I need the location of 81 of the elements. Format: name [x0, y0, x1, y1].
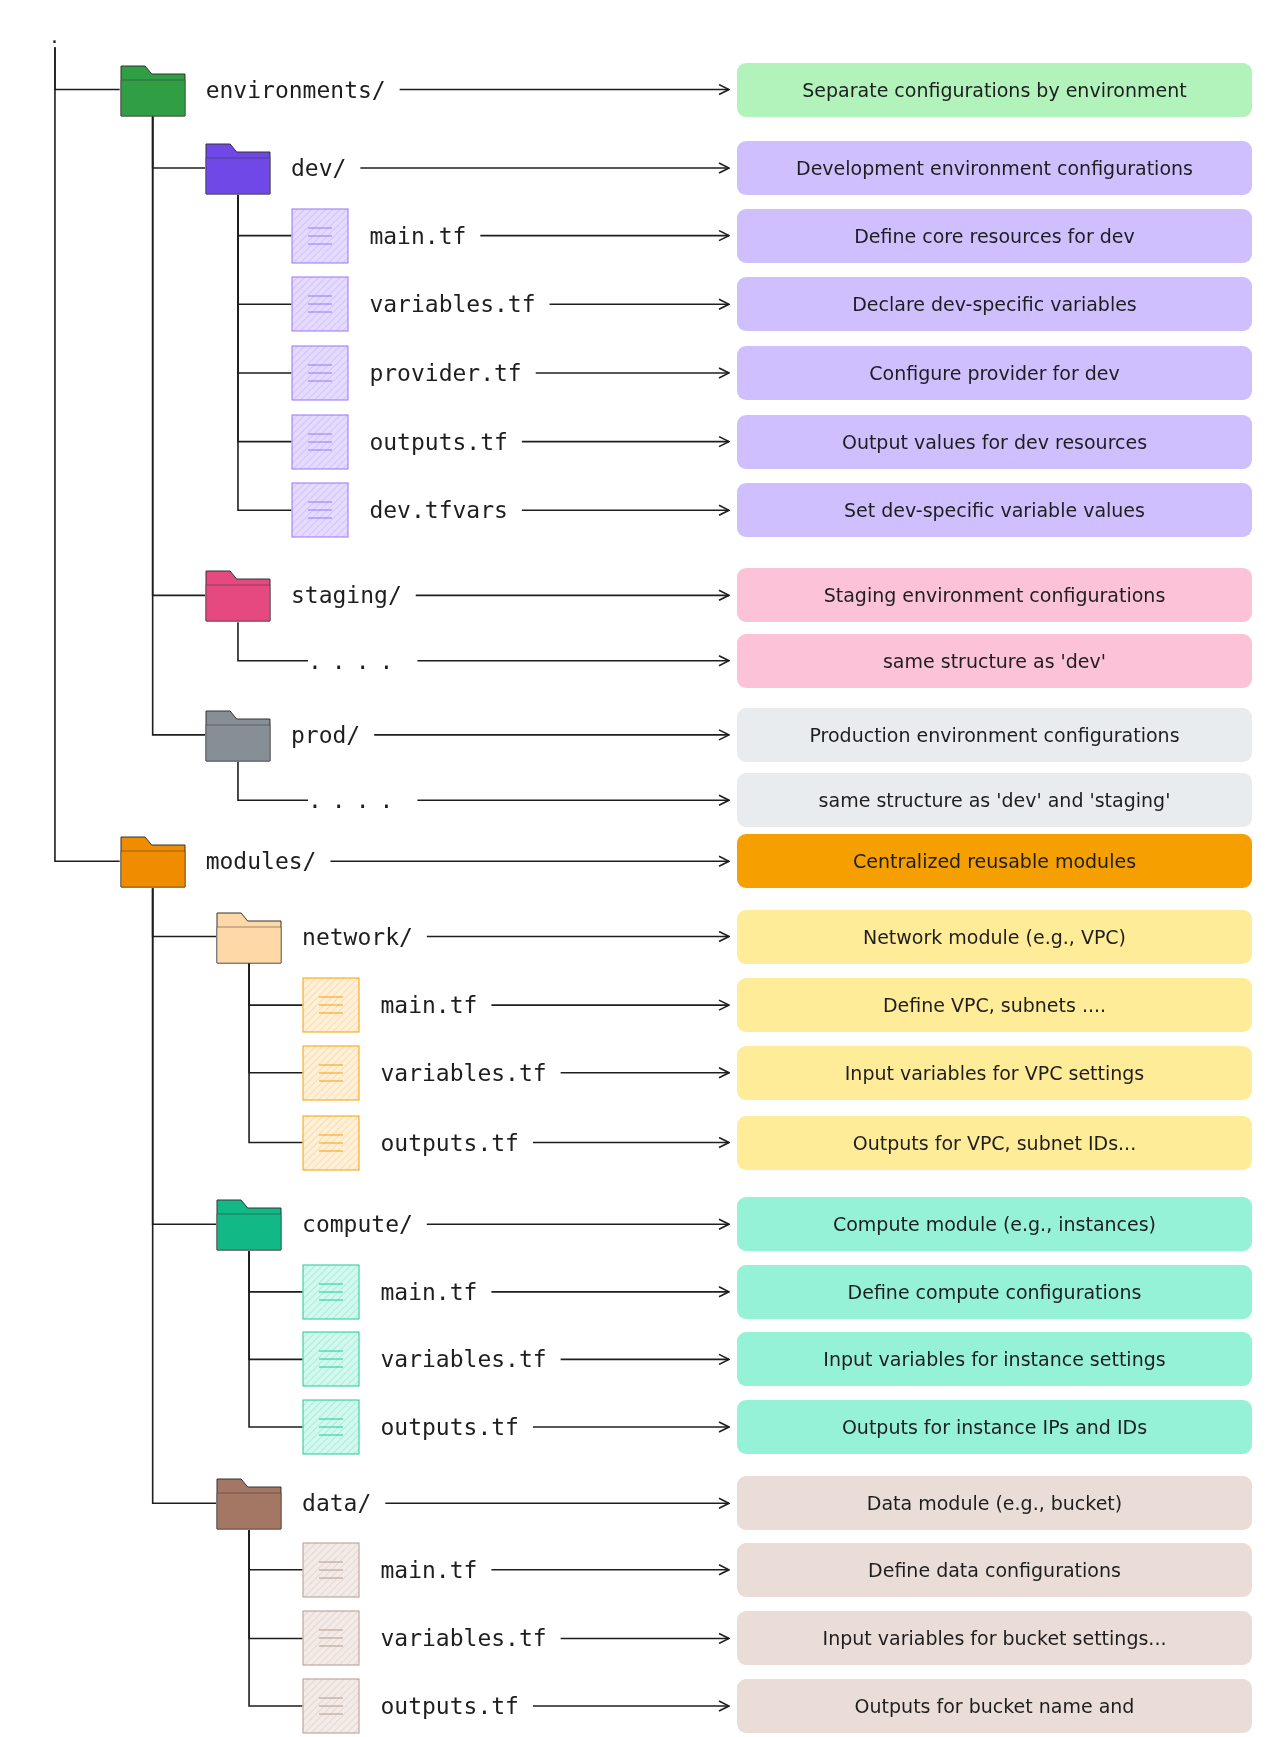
description-box: Outputs for VPC, subnet IDs...	[737, 1115, 1252, 1170]
arrow	[426, 930, 730, 943]
arrow	[490, 1564, 730, 1576]
description-box: Centralized reusable modules	[737, 834, 1252, 889]
description-box: Set dev-specific variable values	[737, 483, 1252, 538]
description-box: Configure provider for dev	[737, 345, 1252, 400]
folder-name: modules/	[205, 848, 317, 875]
folder-name: prod/	[290, 721, 361, 748]
arrow	[398, 83, 730, 96]
arrow	[490, 999, 730, 1011]
arrow	[521, 504, 730, 517]
arrow	[559, 1632, 730, 1645]
folder-name: environments/	[205, 76, 386, 103]
description-box: same structure as 'dev' and 'staging'	[737, 773, 1252, 828]
arrow	[548, 298, 730, 311]
description-box: Data module (e.g., bucket)	[737, 1476, 1252, 1531]
folder-name: dev/	[290, 155, 347, 182]
description-box: Separate configurations by environment	[737, 62, 1252, 117]
tree-line	[151, 115, 206, 736]
description-box: Input variables for bucket settings...	[737, 1611, 1252, 1666]
description-box: Development environment configurations	[737, 141, 1252, 196]
tree-line	[248, 962, 304, 1144]
file-name: variables.tf	[380, 1346, 547, 1373]
description-box: Compute module (e.g., instances)	[737, 1197, 1252, 1252]
description-box: Staging environment configurations	[737, 568, 1252, 623]
description-box: Declare dev-specific variables	[737, 277, 1252, 332]
description-box: Input variables for VPC settings	[737, 1045, 1252, 1100]
description-box: Define compute configurations	[737, 1264, 1252, 1319]
description-box: Outputs for bucket name and	[737, 1679, 1252, 1734]
file-name: variables.tf	[380, 1625, 547, 1652]
description-box: Define core resources for dev	[737, 208, 1252, 263]
description-box: Production environment configurations	[737, 707, 1252, 762]
arrow	[416, 654, 730, 667]
arrow	[384, 1497, 730, 1510]
arrow	[532, 1136, 730, 1149]
arrow	[416, 794, 730, 807]
arrow	[521, 435, 730, 448]
arrow	[479, 229, 730, 242]
description-box: Outputs for instance IPs and IDs	[737, 1400, 1252, 1454]
tree-line	[151, 887, 217, 1505]
arrow	[532, 1421, 730, 1433]
file-name: outputs.tf	[369, 428, 508, 455]
description-box: Network module (e.g., VPC)	[737, 909, 1252, 964]
file-name: main.tf	[380, 992, 478, 1019]
ellipsis-text: ....	[308, 787, 404, 814]
file-name: main.tf	[380, 1278, 478, 1305]
file-name: provider.tf	[369, 359, 522, 386]
arrow	[490, 1286, 730, 1298]
folder-name: data/	[302, 1490, 372, 1517]
file-name: main.tf	[369, 222, 467, 249]
arrow	[426, 1218, 730, 1231]
tree-line	[248, 1250, 304, 1428]
file-name: variables.tf	[380, 1059, 547, 1086]
description-box: Define data configurations	[737, 1542, 1252, 1597]
file-name: variables.tf	[369, 291, 536, 318]
arrow	[373, 729, 730, 741]
root-dot: .	[50, 25, 58, 48]
file-name: outputs.tf	[380, 1693, 519, 1720]
description-box: same structure as 'dev'	[737, 633, 1252, 688]
tree-line	[248, 1529, 304, 1707]
file-name: main.tf	[380, 1556, 478, 1583]
tree-line	[237, 621, 309, 662]
arrow	[414, 589, 730, 602]
arrow	[534, 367, 730, 379]
folder-name: compute/	[302, 1211, 413, 1238]
file-name: outputs.tf	[380, 1414, 519, 1440]
arrow	[329, 855, 730, 868]
arrow	[532, 1700, 730, 1712]
tree-line	[54, 46, 121, 863]
ellipsis-text: ....	[308, 647, 404, 674]
arrow	[559, 1066, 730, 1079]
file-name: outputs.tf	[380, 1129, 519, 1156]
file-name: dev.tfvars	[369, 497, 508, 524]
description-box: Input variables for instance settings	[737, 1332, 1252, 1387]
tree-line	[237, 761, 309, 802]
folder-name: network/	[302, 923, 413, 950]
arrow	[559, 1353, 730, 1366]
description-box: Output values for dev resources	[737, 414, 1252, 469]
folder-name: staging/	[290, 582, 402, 609]
arrow	[359, 162, 730, 174]
description-box: Define VPC, subnets ....	[737, 978, 1252, 1033]
